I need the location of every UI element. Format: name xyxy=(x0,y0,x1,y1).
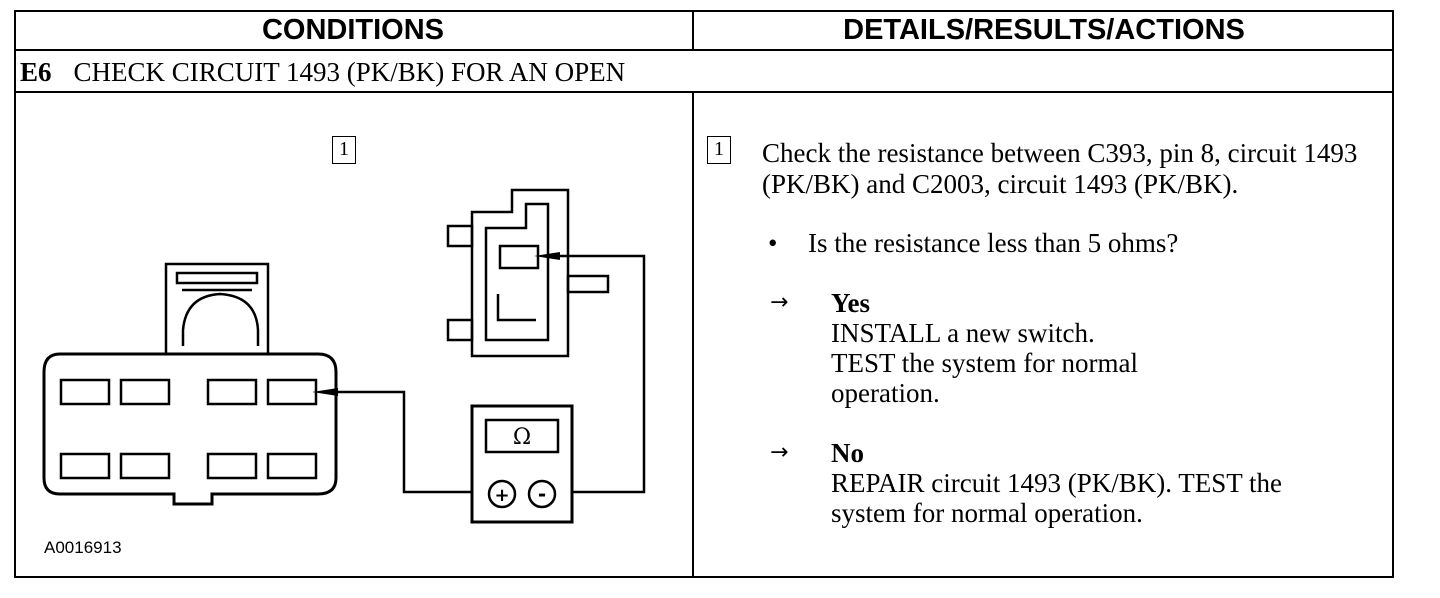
body-column-divider xyxy=(692,92,694,578)
title-divider xyxy=(14,91,1394,93)
no-arrow-icon: → xyxy=(770,440,789,465)
figure-step-marker: 1 xyxy=(332,136,356,164)
bullet-icon: • xyxy=(768,228,778,258)
step-title: CHECK CIRCUIT 1493 (PK/BK) FOR AN OPEN xyxy=(73,57,626,87)
conditions-header: CONDITIONS xyxy=(261,14,445,46)
answer-no: No REPAIR circuit 1493 (PK/BK). TEST the… xyxy=(831,438,1371,528)
question-item: • Is the resistance less than 5 ohms? xyxy=(768,228,1178,259)
ohmmeter-minus-terminal xyxy=(527,479,557,509)
minus-label: - xyxy=(538,482,546,506)
ohmmeter-display xyxy=(484,418,560,454)
question-text: Is the resistance less than 5 ohms? xyxy=(808,228,1179,258)
instruction-text: Check the resistance between C393, pin 8… xyxy=(762,138,1358,199)
answer-yes: Yes INSTALL a new switch. TEST the syste… xyxy=(831,288,1371,408)
ohm-symbol: Ω xyxy=(513,425,531,450)
header-divider xyxy=(14,49,1394,51)
answer-yes-line: operation. xyxy=(831,378,940,408)
header-column-divider xyxy=(692,10,694,50)
minus-probe-tip xyxy=(534,252,560,260)
left-connector-cavities xyxy=(59,378,318,480)
step-title-row: E6 CHECK CIRCUIT 1493 (PK/BK) FOR AN OPEN xyxy=(20,54,625,90)
answer-no-label: No xyxy=(831,438,864,468)
answer-yes-line: INSTALL a new switch. xyxy=(831,318,1095,348)
details-step-marker: 1 xyxy=(707,136,731,164)
yes-arrow-icon: → xyxy=(770,290,789,315)
minus-lead-wire xyxy=(558,254,646,494)
left-connector-latch xyxy=(164,262,270,358)
table-frame xyxy=(14,10,1394,578)
answer-no-line: REPAIR circuit 1493 (PK/BK). TEST the xyxy=(831,468,1283,498)
answer-yes-line: TEST the system for normal xyxy=(831,348,1138,378)
step-code: E6 xyxy=(20,57,52,87)
plus-probe-tip xyxy=(312,388,338,396)
switch-connector xyxy=(446,188,610,358)
answer-yes-label: Yes xyxy=(831,288,870,318)
answer-no-line: system for normal operation. xyxy=(831,498,1143,528)
figure-id: A0016913 xyxy=(44,538,122,557)
plus-lead-wire xyxy=(338,390,490,494)
details-header: DETAILS/RESULTS/ACTIONS xyxy=(843,14,1245,46)
plus-label: + xyxy=(494,485,509,506)
ohmmeter-plus-terminal xyxy=(487,479,517,509)
left-connector-body xyxy=(42,352,338,506)
